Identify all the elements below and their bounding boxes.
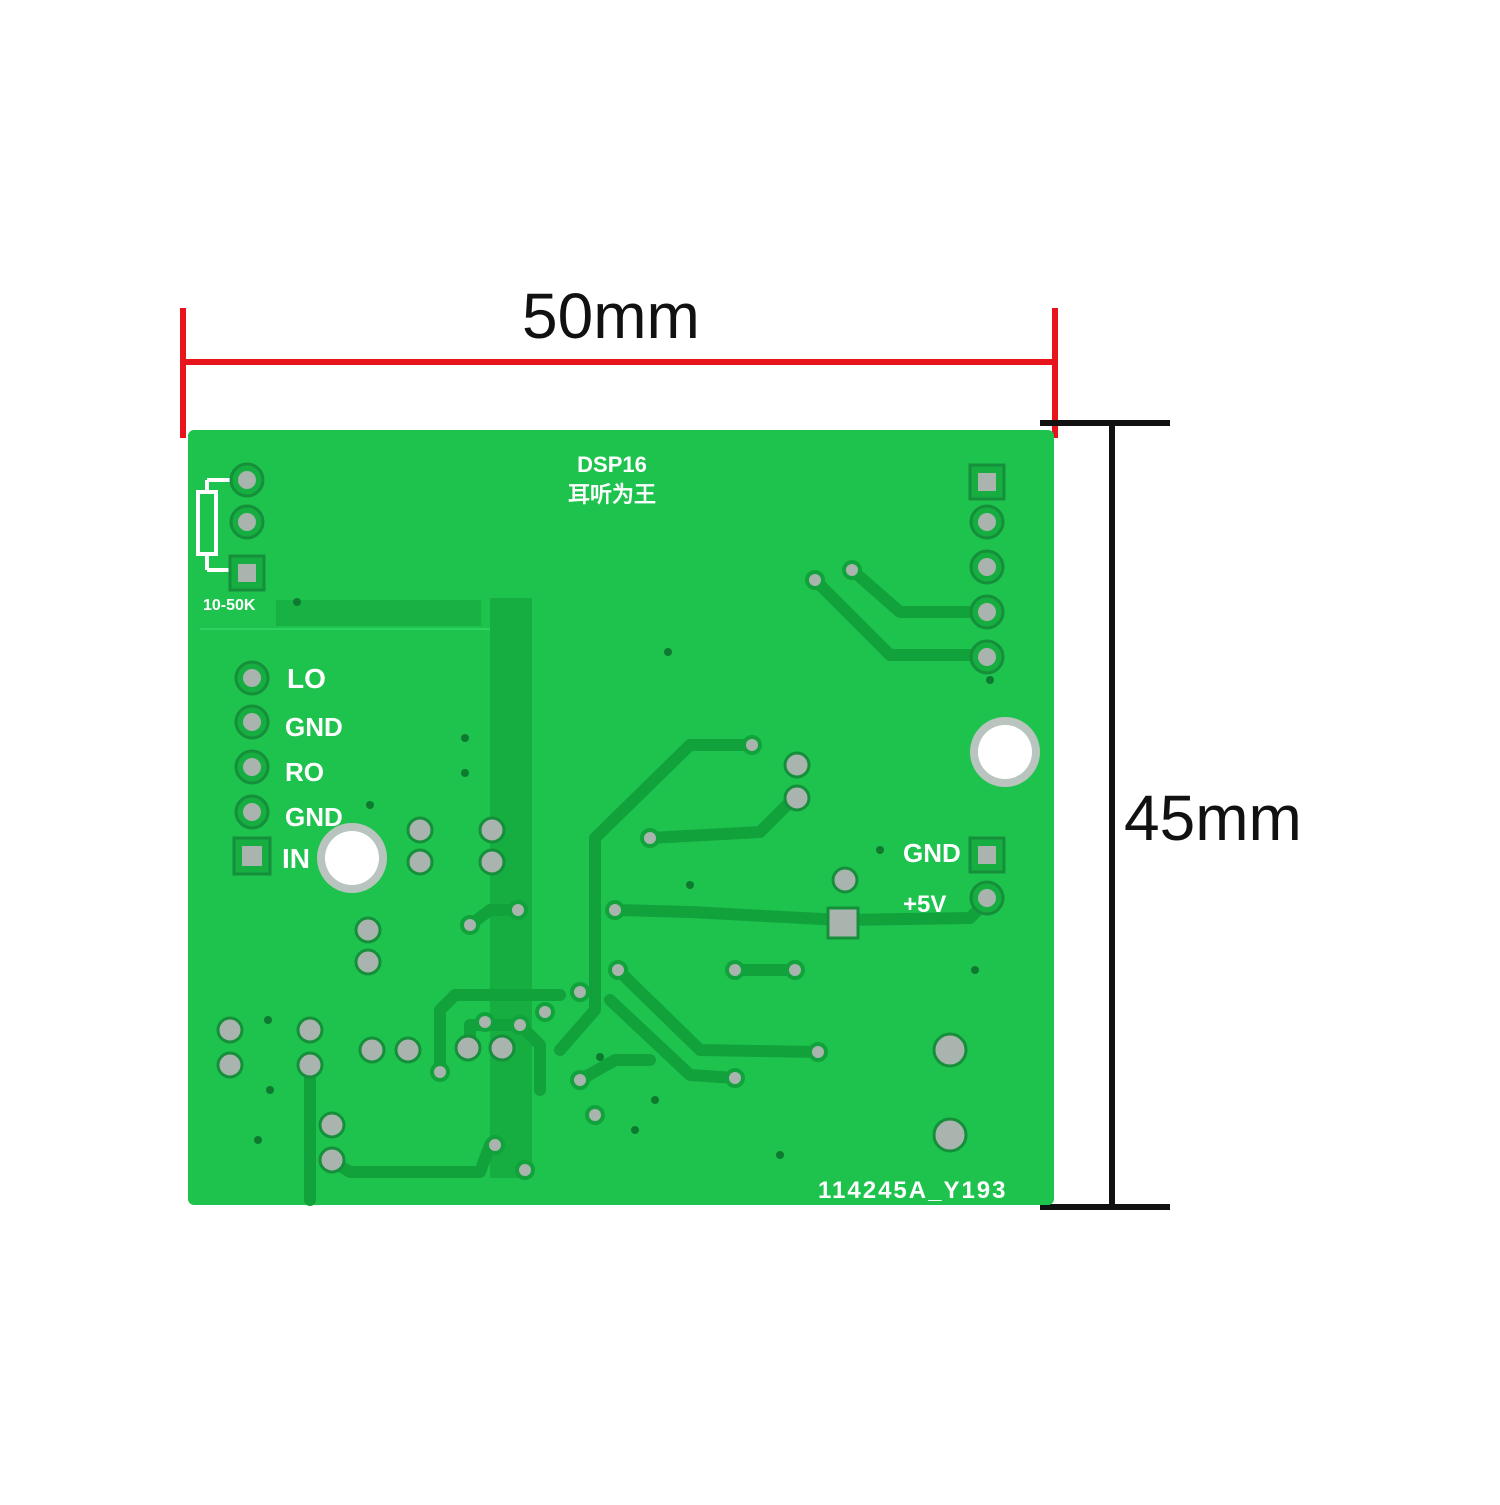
header-pads-top-right: [968, 463, 1006, 675]
pin-label-gnd-2: GND: [285, 802, 343, 832]
vias: [430, 560, 862, 1180]
component-pads: [216, 751, 968, 1174]
pin-label-in: IN: [282, 843, 310, 874]
board-shading: [200, 598, 532, 1178]
height-dimension-marker: [1040, 420, 1170, 1210]
test-points: [254, 598, 994, 1159]
header-pads-top-left: [228, 462, 266, 592]
mounting-holes: [317, 717, 1040, 893]
pin-label-plus-5v: +5V: [903, 891, 946, 918]
resistor-value-label: 10-50K: [203, 597, 256, 614]
pcb-traces: [304, 564, 996, 1206]
power-header-pads: [968, 836, 1006, 916]
pin-label-lo: LO: [287, 663, 326, 694]
pin-label-ro: RO: [285, 757, 324, 787]
audio-header-pads: [232, 660, 272, 876]
board-subtitle: 耳听为王: [568, 483, 656, 508]
height-dimension-label: 45mm: [1124, 782, 1302, 854]
part-code: 114245A_Y193: [818, 1177, 1008, 1204]
width-dimension-marker: [180, 308, 1058, 438]
pin-label-gnd-power: GND: [903, 838, 961, 868]
board-title: DSP16: [577, 452, 647, 477]
square-pad-center: [826, 906, 860, 940]
width-dimension-label: 50mm: [522, 280, 700, 352]
pin-label-gnd-1: GND: [285, 712, 343, 742]
resistor-symbol: [196, 478, 240, 572]
